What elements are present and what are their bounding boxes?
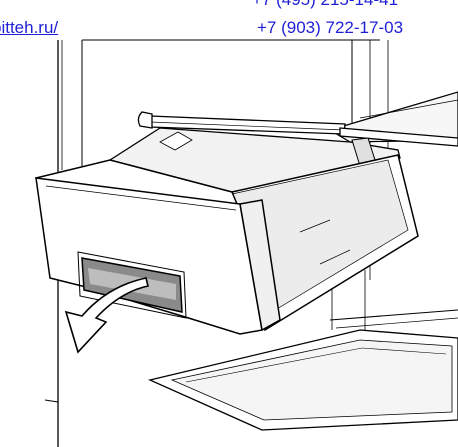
lower-shelf-glass-inner — [185, 347, 447, 383]
rail-left-cap — [137, 111, 153, 129]
upper-shelf-glass-inner — [359, 99, 458, 119]
crisper-drawer — [34, 154, 419, 335]
website-link[interactable]: bitteh.ru/ — [0, 18, 59, 37]
pull-out-arrow-shape — [64, 277, 149, 354]
phone-number-1: +7 (495) 215-14-41 — [252, 0, 398, 10]
phone-number-2: +7 (903) 722-17-03 — [257, 18, 404, 37]
lower-shelf-glass — [170, 339, 453, 421]
drawer-front-contour — [45, 185, 237, 211]
drawer-side-stroke-2 — [319, 249, 351, 265]
drawer-cover — [108, 127, 401, 193]
upper-shelf — [137, 91, 458, 147]
drawer-side-stroke-1 — [299, 219, 331, 233]
rail-right-bar — [339, 127, 458, 147]
lower-shelf — [147, 309, 458, 431]
left-wall-lower — [44, 399, 59, 403]
drawer-cover-clip — [159, 131, 193, 151]
pull-out-arrow — [64, 277, 149, 354]
drawer-handle-rim — [77, 251, 187, 319]
drawer-side-face — [239, 199, 281, 332]
upper-shelf-rail-shade — [149, 121, 345, 131]
lower-shelf-back-edge — [329, 309, 458, 321]
lower-shelf-back-edge-2 — [335, 317, 458, 329]
